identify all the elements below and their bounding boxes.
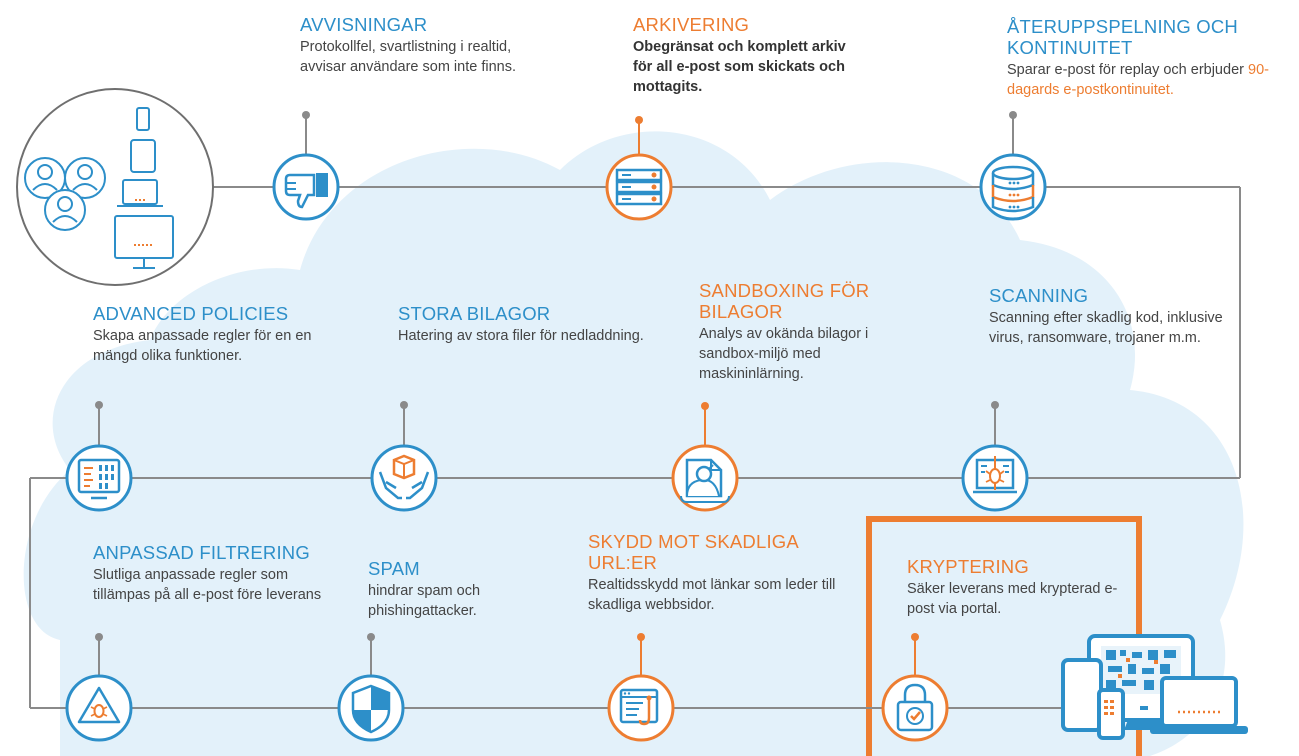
feature-title: ÅTERUPPSPELNING OCH KONTINUITET — [1007, 16, 1238, 58]
feature-stora-bilagor: STORA BILAGOR Hatering av stora filer fö… — [398, 303, 648, 346]
feature-spam: SPAM hindrar spam och phishingattacker. — [368, 558, 518, 621]
feature-anpassad-filtrering: ANPASSAD FILTRERING Slutliga anpassade r… — [93, 542, 333, 605]
scan-bug-icon — [961, 444, 1029, 512]
feature-avvisningar: AVVISNINGAR Protokollfel, svartlistning … — [300, 14, 530, 77]
package-hands-icon — [370, 444, 438, 512]
devices-qr-icon — [1061, 634, 1248, 740]
feature-kryptering: KRYPTERING Säker leverans med krypterad … — [907, 556, 1127, 619]
feature-title: SANDBOXING FÖR BILAGOR — [699, 280, 870, 322]
feature-url-protection: SKYDD MOT SKADLIGA URL:ER Realtidsskydd … — [588, 531, 838, 615]
warning-bug-icon — [65, 674, 133, 742]
feature-replay: ÅTERUPPSPELNING OCH KONTINUITET Sparar e… — [1007, 16, 1297, 100]
feature-description: hindrar spam och phishingattacker. — [368, 583, 481, 619]
feature-advanced-policies: ADVANCED POLICIES Skapa anpassade regler… — [93, 303, 353, 366]
feature-title: SCANNING — [989, 285, 1089, 306]
feature-title: ADVANCED POLICIES — [93, 303, 289, 324]
feature-title: AVVISNINGAR — [300, 14, 428, 35]
connector-stems — [95, 111, 1017, 676]
shield-icon — [337, 674, 405, 742]
users-devices-icon — [16, 88, 214, 286]
feature-description: Hatering av stora filer för nedladdning. — [398, 328, 644, 344]
feature-title: KRYPTERING — [907, 556, 1029, 577]
sandbox-bomb-icon — [671, 444, 739, 512]
feature-description: Protokollfel, svartlistning i realtid, a… — [300, 39, 516, 75]
feature-scanning: SCANNING Scanning efter skadlig kod, ink… — [989, 285, 1229, 348]
feature-arkivering: ARKIVERING Obegränsat och komplett arkiv… — [633, 14, 853, 97]
feature-title: ANPASSAD FILTRERING — [93, 542, 310, 563]
feature-description: Säker leverans med krypterad e-post via … — [907, 581, 1118, 617]
feature-sandboxing: SANDBOXING FÖR BILAGOR Analys av okända … — [699, 280, 929, 384]
feature-description: Realtidsskydd mot länkar som leder till … — [588, 577, 836, 613]
server-rack-icon — [605, 153, 673, 221]
feature-description: Sparar e-post för replay och erbjuder 90… — [1007, 60, 1297, 100]
code-screen-icon — [65, 444, 133, 512]
thumbs-down-icon — [272, 153, 340, 221]
feature-description: Scanning efter skadlig kod, inklusive vi… — [989, 310, 1223, 346]
phishing-hook-icon — [607, 674, 675, 742]
feature-description: Slutliga anpassade regler som tillämpas … — [93, 567, 322, 603]
feature-description-highlight: 90-dagards e-postkontinuitet. — [1007, 62, 1269, 98]
feature-description-text: Sparar e-post för replay och erbjuder — [1007, 62, 1244, 78]
feature-title: SPAM — [368, 558, 420, 579]
feature-title: SKYDD MOT SKADLIGA URL:ER — [588, 531, 798, 573]
padlock-icon — [881, 674, 949, 742]
feature-title: STORA BILAGOR — [398, 303, 551, 324]
cloud-background — [23, 131, 1244, 756]
database-icon — [979, 153, 1047, 221]
feature-description: Analys av okända bilagor i sandbox-miljö… — [699, 326, 869, 382]
feature-description: Obegränsat och komplett arkiv för all e-… — [633, 39, 846, 95]
feature-description: Skapa anpassade regler för en en mängd o… — [93, 328, 312, 364]
feature-title: ARKIVERING — [633, 14, 750, 35]
